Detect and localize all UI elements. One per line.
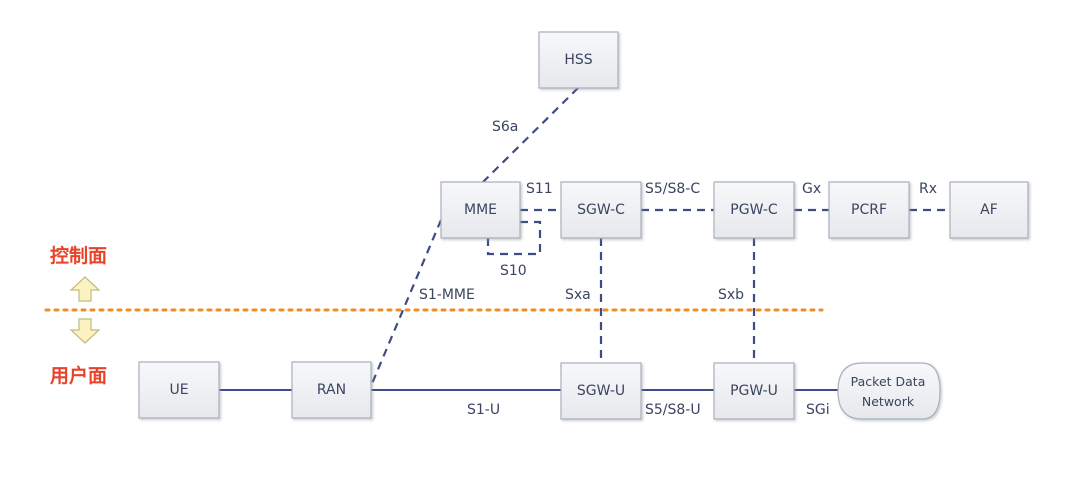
pdn-label-line2: Network	[862, 394, 915, 409]
label-sxa: Sxa	[565, 287, 591, 303]
user-plane-label: 用户面	[50, 364, 107, 387]
link-s1mme	[369, 219, 443, 387]
node-mme-label: MME	[464, 202, 497, 218]
label-s6a: S6a	[492, 119, 518, 135]
label-s1mme: S1-MME	[419, 287, 475, 303]
pdn-label-line1: Packet Data	[851, 374, 926, 389]
node-sgw-u-label: SGW-U	[577, 383, 625, 399]
node-sgw-c-label: SGW-C	[577, 202, 625, 218]
label-s5s8u: S5/S8-U	[645, 402, 701, 418]
control-plane-label: 控制面	[50, 244, 107, 267]
node-af: AF	[949, 181, 1029, 239]
node-pgw-c: PGW-C	[713, 181, 795, 239]
arrow-down-icon	[69, 318, 101, 344]
label-gx: Gx	[802, 181, 821, 197]
node-pcrf: PCRF	[828, 181, 910, 239]
node-pgw-u-label: PGW-U	[730, 383, 778, 399]
node-sgw-c: SGW-C	[560, 181, 642, 239]
node-hss-label: HSS	[564, 52, 592, 68]
node-ue-label: UE	[169, 382, 188, 398]
node-ran: RAN	[291, 361, 372, 419]
node-mme: MME	[440, 181, 521, 239]
label-sgi: SGi	[806, 402, 830, 418]
label-s11: S11	[526, 181, 553, 197]
label-s1u: S1-U	[467, 402, 500, 418]
node-sgw-u: SGW-U	[560, 362, 642, 420]
label-s10: S10	[500, 263, 527, 279]
node-pcrf-label: PCRF	[851, 202, 887, 218]
label-s5s8c: S5/S8-C	[645, 181, 700, 197]
node-pgw-c-label: PGW-C	[730, 202, 778, 218]
node-af-label: AF	[980, 202, 998, 218]
node-ran-label: RAN	[317, 382, 346, 398]
label-sxb: Sxb	[718, 287, 744, 303]
node-pgw-u: PGW-U	[713, 362, 795, 420]
node-packet-data-network: Packet Data Network	[837, 362, 941, 420]
link-s6a	[482, 87, 579, 183]
node-hss: HSS	[538, 31, 619, 89]
node-ue: UE	[138, 361, 220, 419]
arrow-up-icon	[69, 276, 101, 302]
label-rx: Rx	[919, 181, 937, 197]
